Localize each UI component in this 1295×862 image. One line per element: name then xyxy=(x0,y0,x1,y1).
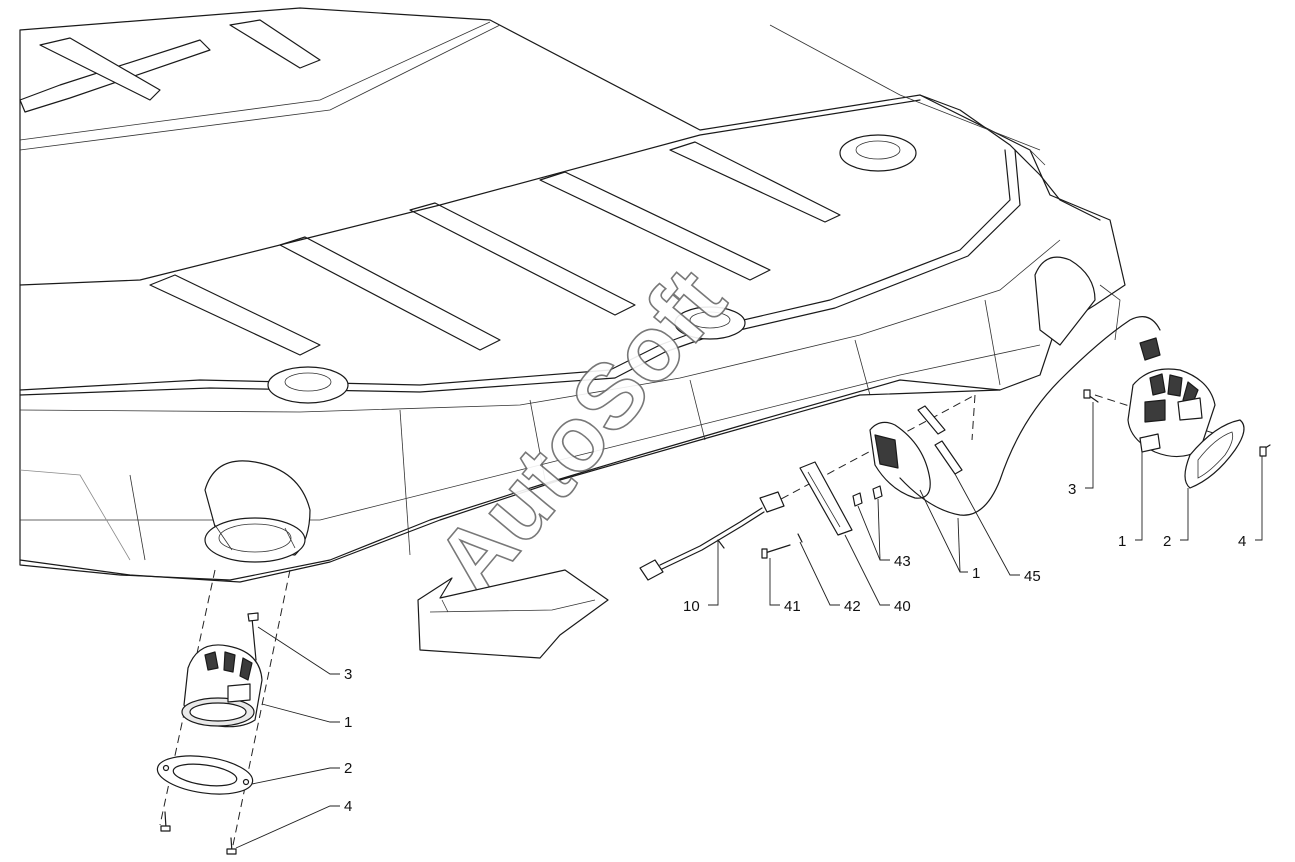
callout-center-41: 41 xyxy=(784,598,801,615)
direction-arrow xyxy=(417,569,609,659)
leader-center-1b xyxy=(957,517,961,573)
callout-center-43: 43 xyxy=(894,553,911,570)
leader-center-10 xyxy=(708,540,719,606)
callout-left-2: 2 xyxy=(344,760,352,777)
callout-center-1: 1 xyxy=(972,565,980,582)
callout-left-4: 4 xyxy=(344,798,352,815)
left-callouts: 3 1 2 4 xyxy=(344,666,352,815)
center-lamp-assembly xyxy=(639,316,1161,606)
center-callouts: 10 41 42 40 43 1 45 xyxy=(683,553,1041,615)
leader-center-40 xyxy=(844,534,890,606)
leader-center-43a xyxy=(857,505,890,561)
callout-center-40: 40 xyxy=(894,598,911,615)
leader-center-41 xyxy=(769,558,780,606)
leader-right-2 xyxy=(1180,488,1189,541)
leader-left-1 xyxy=(261,703,340,723)
callout-center-10: 10 xyxy=(683,598,700,615)
callout-right-4: 4 xyxy=(1238,533,1246,550)
leader-center-43b xyxy=(877,498,881,561)
callout-left-3: 3 xyxy=(344,666,352,683)
callout-center-42: 42 xyxy=(844,598,861,615)
callout-left-1: 1 xyxy=(344,714,352,731)
left-lamp-assembly xyxy=(156,569,340,855)
leader-left-2 xyxy=(251,767,340,785)
callout-right-1: 1 xyxy=(1118,533,1126,550)
callout-center-45: 45 xyxy=(1024,568,1041,585)
leader-right-1 xyxy=(1135,452,1143,541)
callout-right-2: 2 xyxy=(1163,533,1171,550)
leader-center-1a xyxy=(919,489,968,573)
leader-right-3 xyxy=(1085,402,1094,489)
leader-center-42 xyxy=(799,541,840,606)
leader-left-3 xyxy=(257,626,340,675)
leader-center-45 xyxy=(954,473,1020,576)
vehicle-body xyxy=(19,7,1126,583)
right-callouts: 3 1 2 4 xyxy=(1068,481,1246,550)
leader-right-4 xyxy=(1255,456,1263,541)
leader-left-4 xyxy=(235,805,340,849)
right-lamp-assembly xyxy=(1083,368,1271,541)
callout-right-3: 3 xyxy=(1068,481,1076,498)
